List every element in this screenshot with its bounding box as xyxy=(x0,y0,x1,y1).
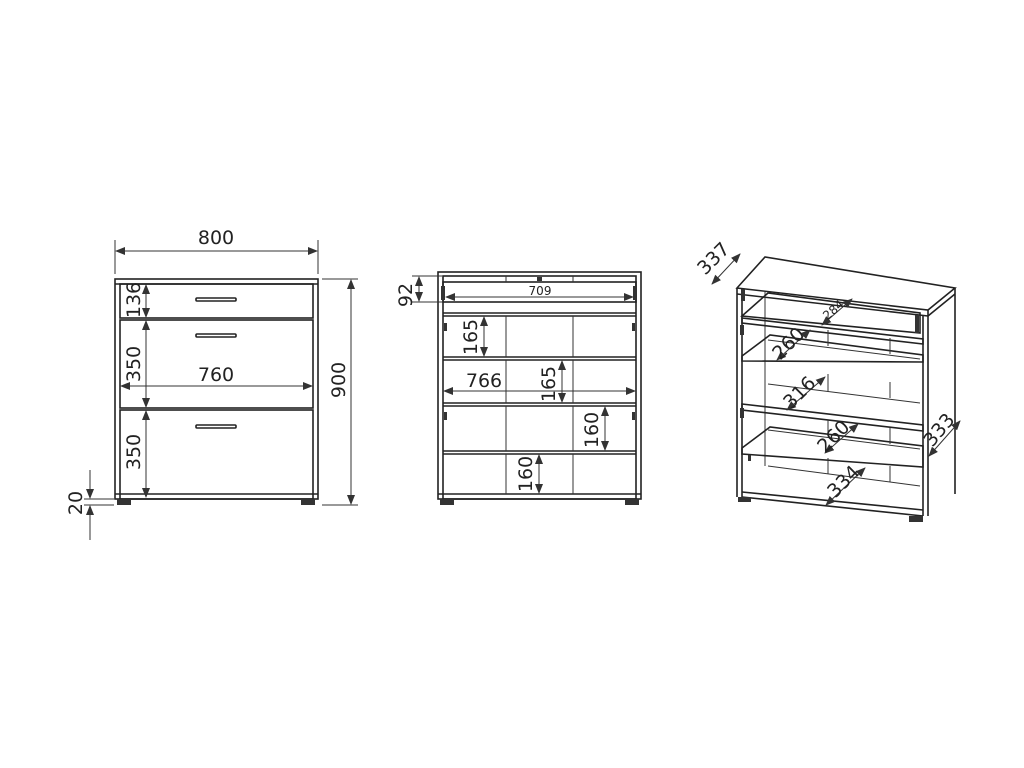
iso-view: 337 284 260 316 260 334 333 xyxy=(693,238,961,522)
iso-foot xyxy=(738,497,751,502)
dim-open-shelf-d: 160 xyxy=(515,456,537,492)
front-foot xyxy=(301,499,315,505)
iso-shelf xyxy=(741,334,924,363)
dim-open-shelf-a: 165 xyxy=(460,319,482,355)
front-carcass xyxy=(114,278,319,500)
dim-iso-bottom-depth: 334 xyxy=(823,461,864,502)
front-handle xyxy=(195,297,237,302)
iso-foot xyxy=(909,516,923,522)
open-view: 92 709 165 766 165 160 160 xyxy=(395,271,642,505)
front-view: 800 900 136 350 350 760 20 xyxy=(65,227,358,540)
dim-iso-height-316: 316 xyxy=(779,372,820,413)
front-mid-drawer xyxy=(119,319,314,409)
dim-front-inner-width: 760 xyxy=(198,364,234,386)
dim-front-foot: 20 xyxy=(65,491,87,515)
open-foot xyxy=(625,499,639,505)
dim-open-shelf-c: 160 xyxy=(581,412,603,448)
dim-front-width: 800 xyxy=(198,227,234,249)
iso-shelf xyxy=(741,426,924,468)
dim-open-drawer-width: 709 xyxy=(529,284,552,298)
dim-open-inner-width: 766 xyxy=(466,370,502,392)
front-bottom-drawer xyxy=(119,409,314,500)
dim-open-top-gap: 92 xyxy=(395,283,417,307)
dim-front-top-drawer: 136 xyxy=(123,282,145,318)
dim-iso-depth-top: 337 xyxy=(693,238,734,279)
dim-open-shelf-b: 165 xyxy=(538,366,560,402)
dim-front-mid-drawer: 350 xyxy=(123,346,145,382)
front-top-drawer xyxy=(119,283,314,319)
dim-front-height: 900 xyxy=(328,362,350,398)
front-handle xyxy=(195,333,237,338)
dim-iso-side-depth: 333 xyxy=(919,409,959,451)
open-foot xyxy=(440,499,454,505)
iso-top xyxy=(735,256,957,311)
front-foot xyxy=(117,499,131,505)
front-handle xyxy=(195,424,237,429)
iso-drawer xyxy=(740,292,921,334)
dim-front-bottom-drawer: 350 xyxy=(123,434,145,470)
